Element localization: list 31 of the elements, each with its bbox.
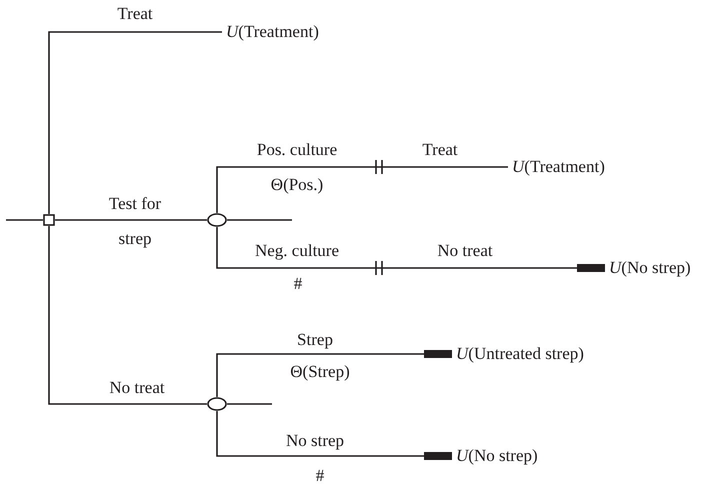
edge-label: Treat — [117, 4, 153, 24]
edge-label: Test for strep — [108, 193, 162, 250]
decision-square — [43, 214, 55, 226]
outcome-label: U(Untreated strep) — [452, 344, 584, 364]
branch-line — [6, 219, 43, 221]
outcome-label: U(Treatment) — [508, 157, 605, 177]
outcome-label: U(Treatment) — [222, 22, 319, 42]
branch-line — [227, 403, 272, 405]
edge-label: Pos. culture — [256, 140, 338, 160]
probability-label: # — [294, 274, 302, 294]
edge-label: No strep — [286, 431, 344, 451]
branch-label: No treat — [437, 241, 493, 261]
branch-label: Treat — [422, 140, 458, 160]
outcome-label: U(No strep) — [605, 258, 691, 278]
probability-label: # — [316, 466, 324, 486]
probability-label: Θ(Strep) — [290, 362, 350, 382]
outcome-label: U(No strep) — [452, 446, 538, 466]
chance-node — [207, 213, 227, 227]
edge-label: Neg. culture — [254, 241, 340, 261]
branch-line — [216, 411, 452, 460]
branch-line — [216, 227, 605, 272]
edge-label: No treat — [109, 378, 165, 398]
branch-line — [48, 31, 222, 214]
branch-line — [55, 219, 207, 221]
probability-label: Θ(Pos.) — [270, 175, 324, 195]
branch-line — [216, 166, 508, 213]
branch-line — [216, 350, 452, 397]
chance-node — [207, 397, 227, 411]
branch-line — [48, 226, 207, 405]
edge-label: Strep — [297, 330, 333, 350]
branch-line — [227, 219, 292, 221]
